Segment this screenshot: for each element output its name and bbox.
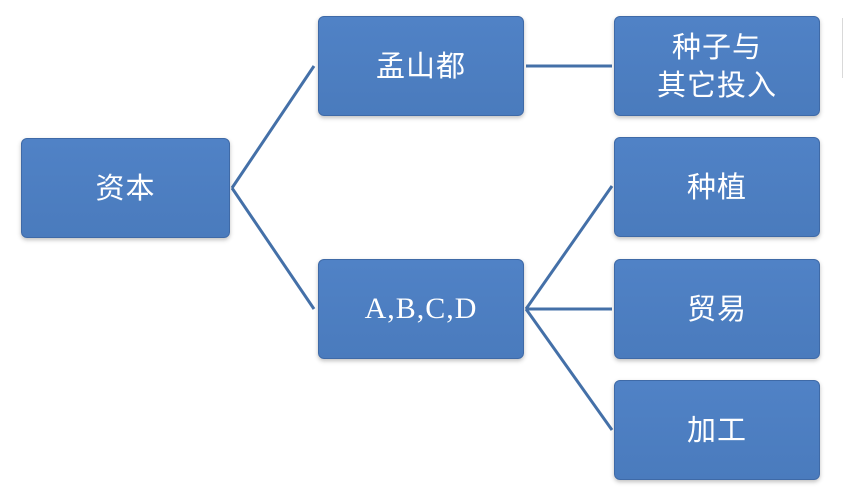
node-trade-label: 贸易 xyxy=(686,292,747,326)
connector-abcd-planting xyxy=(524,185,614,310)
node-capital-label: 资本 xyxy=(95,171,156,205)
node-abcd: A,B,C,D xyxy=(318,259,524,359)
node-mengshandu: 孟山都 xyxy=(318,16,524,116)
connector-capital-mengshandu xyxy=(230,65,316,189)
node-seeds-and-inputs: 种子与 其它投入 xyxy=(614,16,820,116)
connector-capital-abcd xyxy=(230,187,316,310)
node-capital: 资本 xyxy=(21,138,230,238)
node-seeds-and-inputs-label: 种子与 其它投入 xyxy=(656,30,777,102)
connector-abcd-processing xyxy=(524,308,614,431)
node-trade: 贸易 xyxy=(614,259,820,359)
node-processing-label: 加工 xyxy=(686,413,747,447)
node-processing: 加工 xyxy=(614,380,820,480)
node-planting-label: 种植 xyxy=(686,170,747,204)
node-planting: 种植 xyxy=(614,137,820,237)
node-abcd-label: A,B,C,D xyxy=(364,292,478,325)
node-mengshandu-label: 孟山都 xyxy=(375,49,466,83)
